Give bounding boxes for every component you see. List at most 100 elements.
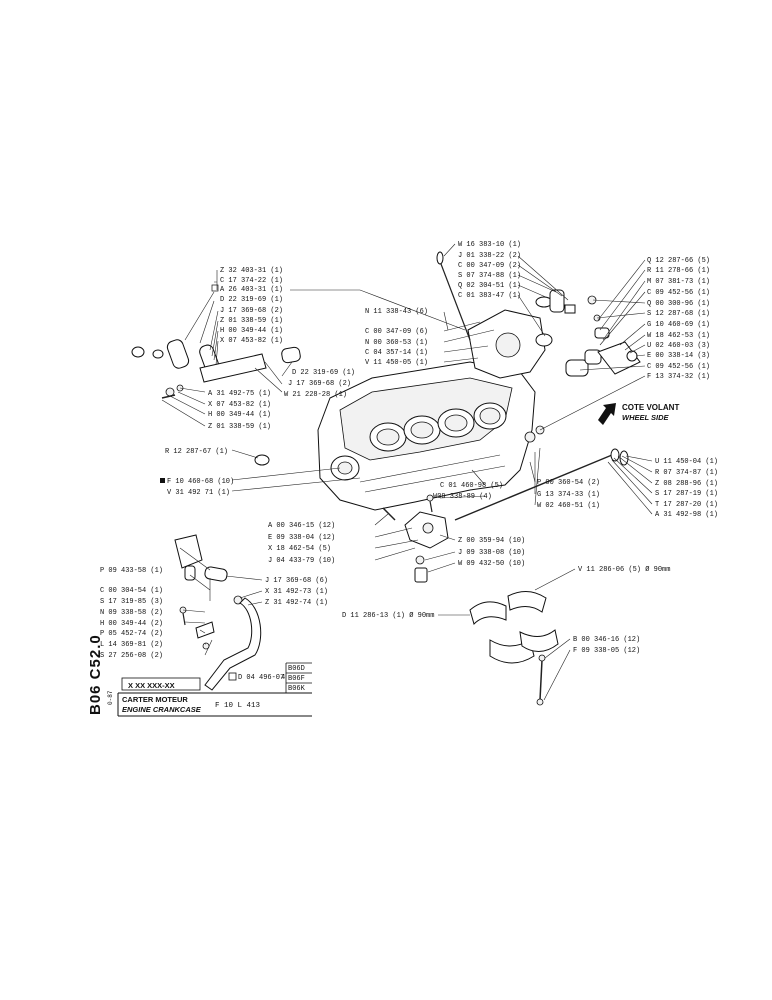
label-v11-bearing: V 11 286-06 (5) Ø 90mm [578, 565, 670, 574]
label-w21: W 21 228-28 (1) [284, 391, 347, 399]
label-a26: A 26 403-31 (1) [220, 286, 283, 294]
label-u02: U 02 460-03 (3) [647, 342, 710, 350]
label-w16: W 16 383-10 (1) [458, 241, 521, 249]
label-e00: E 00 338-14 (3) [647, 352, 710, 360]
label-j04: J 04 433-79 (10) [268, 557, 335, 565]
label-f09: F 09 338-05 (12) [573, 647, 640, 655]
labels-pipe-left: P 09 433-58 (1) C 00 304-54 (1) S 17 319… [100, 567, 163, 660]
label-d11-bearing: D 11 286-13 (1) Ø 90mm [342, 611, 434, 620]
square-icon [160, 478, 165, 483]
label-d22-b: D 22 319-69 (1) [292, 369, 355, 377]
timing-cover [467, 309, 546, 379]
label-c01: C 01 383-47 (1) [458, 292, 521, 300]
label-h00-c: H 00 349-44 (2) [100, 620, 163, 628]
label-z31: Z 31 492-74 (1) [265, 599, 328, 607]
label-l14: L 14 369-81 (2) [100, 641, 163, 649]
variant-b06k: B06K [288, 685, 306, 693]
label-x31: X 31 492-73 (1) [265, 588, 328, 596]
main-bearings [469, 591, 559, 706]
cote-volant-label: COTE VOLANT [622, 403, 679, 412]
label-s17-b: S 17 319-85 (3) [100, 598, 163, 606]
label-h00-b: H 00 349-44 (1) [208, 411, 271, 419]
label-h00: H 00 349-44 (1) [220, 327, 283, 335]
labels-top-left-mid: D 22 319-69 (1) J 17 369-68 (2) W 21 228… [284, 369, 355, 399]
label-r12: R 12 287-67 (1) [165, 448, 228, 456]
dipstick [436, 251, 471, 341]
label-w18: W 18 462-53 (1) [647, 332, 710, 340]
variant-b06d: B06D [288, 665, 305, 673]
box-icon [211, 284, 219, 292]
label-c04: C 04 357-14 (1) [365, 349, 428, 357]
label-s12: S 12 287-68 (1) [647, 310, 710, 318]
labels-pipe-right: J 17 369-68 (6) X 31 492-73 (1) Z 31 492… [265, 577, 328, 607]
wheel-side-label: WHEEL SIDE [622, 413, 670, 422]
label-n00: N 00 360-53 (1) [365, 339, 428, 347]
variant-mark: 4 [281, 674, 285, 682]
label-a31: A 31 492-75 (1) [208, 390, 271, 398]
model: F 10 L 413 [215, 702, 261, 710]
oil-pump-bracket [404, 511, 449, 583]
oil-pipe-top-left [131, 339, 301, 399]
labels-bearings: V 11 286-06 (5) Ø 90mm D 11 286-13 (1) Ø… [342, 565, 670, 655]
labels-left-mid: R 12 287-67 (1) F 10 460-68 (10) V 31 49… [160, 448, 234, 497]
label-j17-c: J 17 369-68 (6) [265, 577, 328, 585]
label-v31: V 31 492 71 (1) [167, 489, 230, 497]
label-c09: C 09 452-56 (1) [647, 289, 710, 297]
checkbox-icon [228, 672, 237, 681]
variant-ref: D 04 496-07 [238, 674, 284, 682]
shaft-assembly [454, 425, 629, 521]
label-z01: Z 01 338-59 (1) [220, 317, 283, 325]
label-f13: F 13 374-32 (1) [647, 373, 710, 381]
label-g10: G 10 460-69 (1) [647, 321, 710, 329]
variant-b06f: B06F [288, 675, 305, 683]
label-e09: E 09 338-04 (12) [268, 534, 335, 542]
code-box [121, 677, 201, 691]
title-fr: CARTER MOTEUR [122, 695, 188, 704]
label-j17: J 17 369-68 (2) [220, 307, 283, 315]
label-s07: S 07 374-88 (1) [458, 272, 521, 280]
label-x07-b: X 07 453-82 (1) [208, 401, 271, 409]
labels-top-center: W 16 383-10 (1) J 01 338-22 (2) C 00 347… [458, 241, 521, 300]
label-j09: J 09 338-08 (10) [458, 549, 525, 557]
label-f10: F 10 460-68 (10) [167, 478, 234, 486]
doc-side-small: 0-87 [107, 690, 114, 705]
wheel-side-arrow-icon [598, 403, 616, 425]
labels-mid-low: P 00 360-54 (2) G 13 374-33 (1) W 02 460… [433, 479, 600, 510]
label-a31-b: A 31 492-98 (1) [655, 511, 718, 519]
labels-right: Q 12 287-66 (5) R 11 278-66 (1) M 07 381… [647, 257, 710, 381]
wheel-side-note: COTE VOLANT WHEEL SIDE [622, 403, 679, 422]
label-c09-b: C 09 452-56 (1) [647, 363, 710, 371]
label-p05: P 05 452-74 (2) [100, 630, 163, 638]
label-a00: A 00 346-15 (12) [268, 522, 335, 530]
label-m07: M 07 381-73 (1) [647, 278, 710, 286]
label-c01-b: C 01 460-98 (5) [440, 482, 503, 490]
label-q02: Q 02 304-51 (1) [458, 282, 521, 290]
label-w09: W09 338-89 (4) [433, 493, 492, 501]
title-en: ENGINE CRANKCASE [122, 705, 202, 714]
label-z01-b: Z 01 338-59 (1) [208, 423, 271, 431]
label-s27: S 27 256-08 (2) [100, 652, 163, 660]
label-u11: U 11 450-04 (1) [655, 458, 718, 466]
label-d22: D 22 319-69 (1) [220, 296, 283, 304]
label-x07: X 07 453-82 (1) [220, 337, 283, 345]
seal-ring [254, 454, 270, 466]
label-v11: V 11 450-05 (1) [365, 359, 428, 367]
label-t17: T 17 287-20 (1) [655, 501, 718, 509]
xx-code: X XX XXX-XX [128, 681, 175, 690]
label-q12: Q 12 287-66 (5) [647, 257, 710, 265]
filler-neck-parts [535, 289, 576, 347]
crankcase-block [317, 361, 536, 511]
label-z00: Z 00 359-94 (10) [458, 537, 525, 545]
label-c00: C 00 347-09 (2) [458, 262, 521, 270]
label-z08: Z 08 288-96 (1) [655, 480, 718, 488]
label-r11: R 11 278-66 (1) [647, 267, 710, 275]
labels-top-left: Z 32 403-31 (1) C 17 374-22 (1) A 26 403… [211, 267, 283, 345]
label-p00: P 00 360-54 (2) [537, 479, 600, 487]
label-q00: Q 00 300-96 (1) [647, 300, 710, 308]
label-s17: S 17 287-19 (1) [655, 490, 718, 498]
label-w09-b: W 09 432-50 (10) [458, 560, 525, 568]
label-g13: G 13 374-33 (1) [537, 491, 600, 499]
label-w02: W 02 460-51 (1) [537, 502, 600, 510]
labels-top-left-bottom: A 31 492-75 (1) X 07 453-82 (1) H 00 349… [208, 390, 271, 431]
